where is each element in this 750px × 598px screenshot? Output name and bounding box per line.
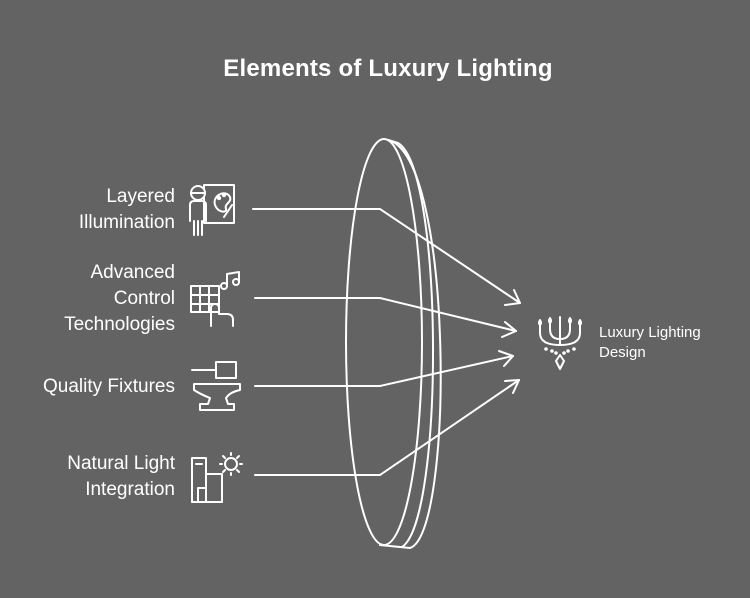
- chandelier-icon: [538, 316, 582, 370]
- label-line: Layered: [106, 186, 175, 207]
- building-sun-icon: [191, 452, 243, 503]
- connector-line-4: [254, 379, 520, 476]
- input-label-quality-fixtures: Quality Fixtures: [43, 374, 175, 400]
- arrowhead-1: [504, 289, 521, 306]
- output-label: Luxury Lighting Design: [599, 323, 701, 363]
- lens-inner-rim: [397, 142, 434, 548]
- touch-grid-music-icon: [190, 271, 240, 327]
- input-label-layered-illumination: Layered Illumination: [79, 184, 175, 236]
- lens-back-edge: [387, 139, 442, 549]
- output-label-line: Design: [599, 344, 646, 361]
- label-line: Control: [113, 288, 175, 309]
- hammer-anvil-icon: [191, 361, 241, 411]
- label-line: Integration: [85, 479, 175, 500]
- label-line: Quality Fixtures: [43, 376, 175, 397]
- label-line: Natural Light: [67, 453, 175, 474]
- label-line: Illumination: [78, 212, 175, 233]
- arrowhead-4: [504, 379, 520, 394]
- connector-line-2: [254, 297, 517, 332]
- diagram-title: Elements of Luxury Lighting: [223, 55, 553, 82]
- input-label-advanced-control-technologies: Advanced Control Technologies: [64, 260, 175, 338]
- lens-front: [345, 138, 423, 546]
- person-with-palette-icon: [189, 184, 235, 236]
- label-line: Advanced: [90, 262, 175, 283]
- arrowhead-3: [498, 350, 514, 367]
- label-line: Technologies: [64, 314, 175, 335]
- connector-line-1: [252, 208, 521, 304]
- output-label-line: Luxury Lighting: [599, 324, 701, 341]
- input-label-natural-light-integration: Natural Light Integration: [67, 451, 175, 503]
- arrowhead-2: [501, 321, 517, 338]
- connector-line-3: [254, 355, 514, 387]
